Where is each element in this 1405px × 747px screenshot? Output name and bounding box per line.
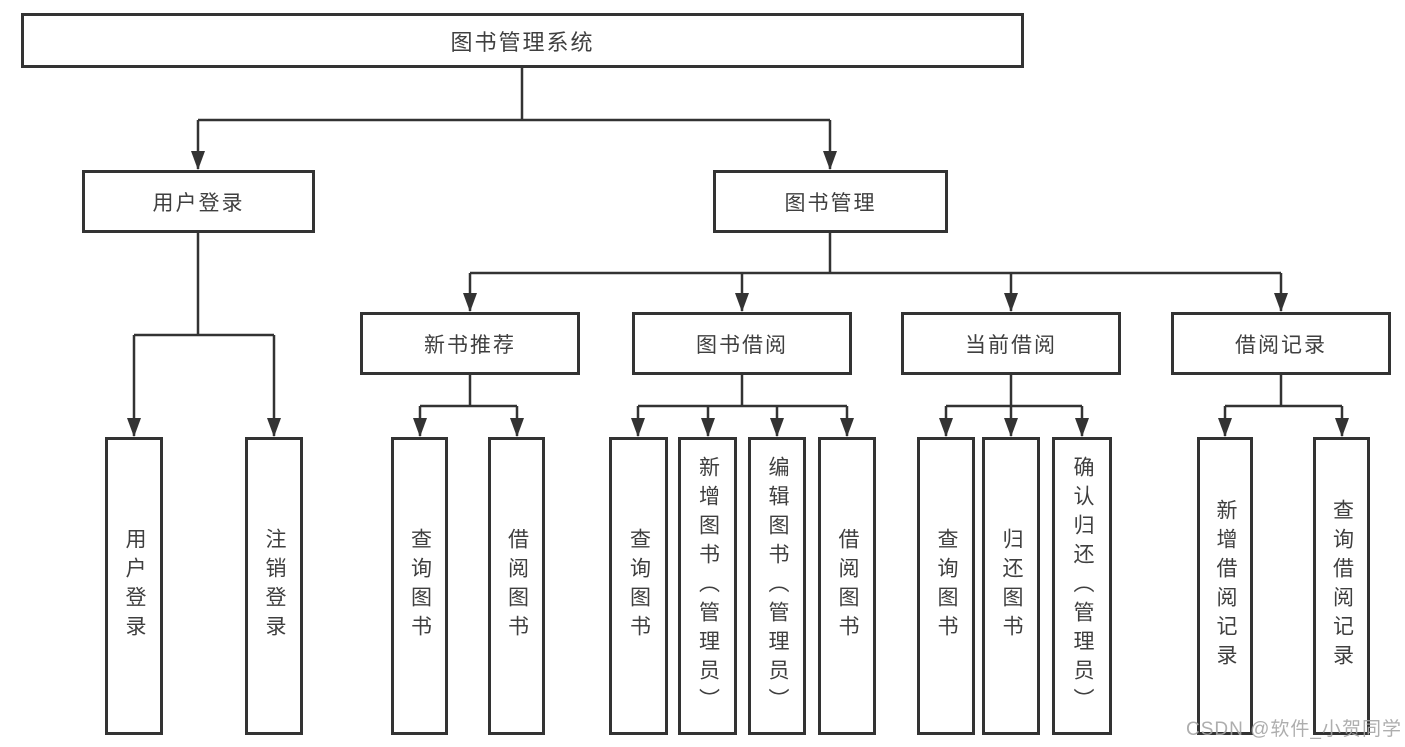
node-user-login: 用户登录 — [82, 170, 315, 233]
leaf-newbooks-query-books: 查询图书 — [391, 437, 448, 735]
leaf-logout-label: 注销登录 — [263, 528, 286, 644]
node-root-system: 图书管理系统 — [21, 13, 1024, 68]
node-current-borrow-label: 当前借阅 — [965, 333, 1057, 357]
leaf-user-login: 用户登录 — [105, 437, 163, 735]
node-book-management: 图书管理 — [713, 170, 948, 233]
leaf-currentborrow-confirm-return-admin: 确认归还（管理员） — [1052, 437, 1112, 735]
leaf-bookborrow-add-books-admin: 新增图书（管理员） — [678, 437, 737, 735]
leaf-logout: 注销登录 — [245, 437, 303, 735]
leaf-records-add-borrow-record: 新增借阅记录 — [1197, 437, 1253, 735]
leaf-currentborrow-confirm-return-admin-label: 确认归还（管理员） — [1071, 455, 1094, 717]
leaf-newbooks-query-books-label: 查询图书 — [408, 528, 432, 644]
leaf-bookborrow-borrow-books: 借阅图书 — [818, 437, 876, 735]
node-book-borrow-label: 图书借阅 — [696, 333, 788, 357]
leaf-records-query-borrow-record-label: 查询借阅记录 — [1330, 499, 1354, 673]
leaf-bookborrow-query-books: 查询图书 — [609, 437, 668, 735]
node-borrow-records: 借阅记录 — [1171, 312, 1391, 375]
leaf-newbooks-borrow-books: 借阅图书 — [488, 437, 545, 735]
leaf-bookborrow-borrow-books-label: 借阅图书 — [836, 528, 859, 644]
csdn-watermark: CSDN @软件_小贺同学 — [1186, 719, 1402, 740]
node-current-borrow: 当前借阅 — [901, 312, 1121, 375]
leaf-currentborrow-query-books-label: 查询图书 — [935, 528, 958, 644]
leaf-bookborrow-add-books-admin-label: 新增图书（管理员） — [696, 455, 720, 717]
node-book-management-label: 图书管理 — [784, 191, 877, 215]
node-root-label: 图书管理系统 — [450, 29, 595, 55]
leaf-currentborrow-return-books: 归还图书 — [982, 437, 1040, 735]
node-book-borrow: 图书借阅 — [632, 312, 852, 375]
node-borrow-records-label: 借阅记录 — [1235, 333, 1327, 357]
leaf-currentborrow-query-books: 查询图书 — [917, 437, 975, 735]
leaf-bookborrow-edit-books-admin: 编辑图书（管理员） — [748, 437, 806, 735]
leaf-records-add-borrow-record-label: 新增借阅记录 — [1214, 499, 1237, 673]
leaf-newbooks-borrow-books-label: 借阅图书 — [505, 528, 529, 644]
node-user-login-label: 用户登录 — [152, 191, 245, 215]
leaf-bookborrow-query-books-label: 查询图书 — [627, 528, 651, 644]
leaf-bookborrow-edit-books-admin-label: 编辑图书（管理员） — [766, 455, 789, 717]
leaf-records-query-borrow-record: 查询借阅记录 — [1313, 437, 1370, 735]
leaf-user-login-label: 用户登录 — [123, 528, 146, 644]
node-new-book-recommend-label: 新书推荐 — [424, 333, 516, 357]
node-new-book-recommend: 新书推荐 — [360, 312, 580, 375]
leaf-currentborrow-return-books-label: 归还图书 — [1000, 528, 1023, 644]
